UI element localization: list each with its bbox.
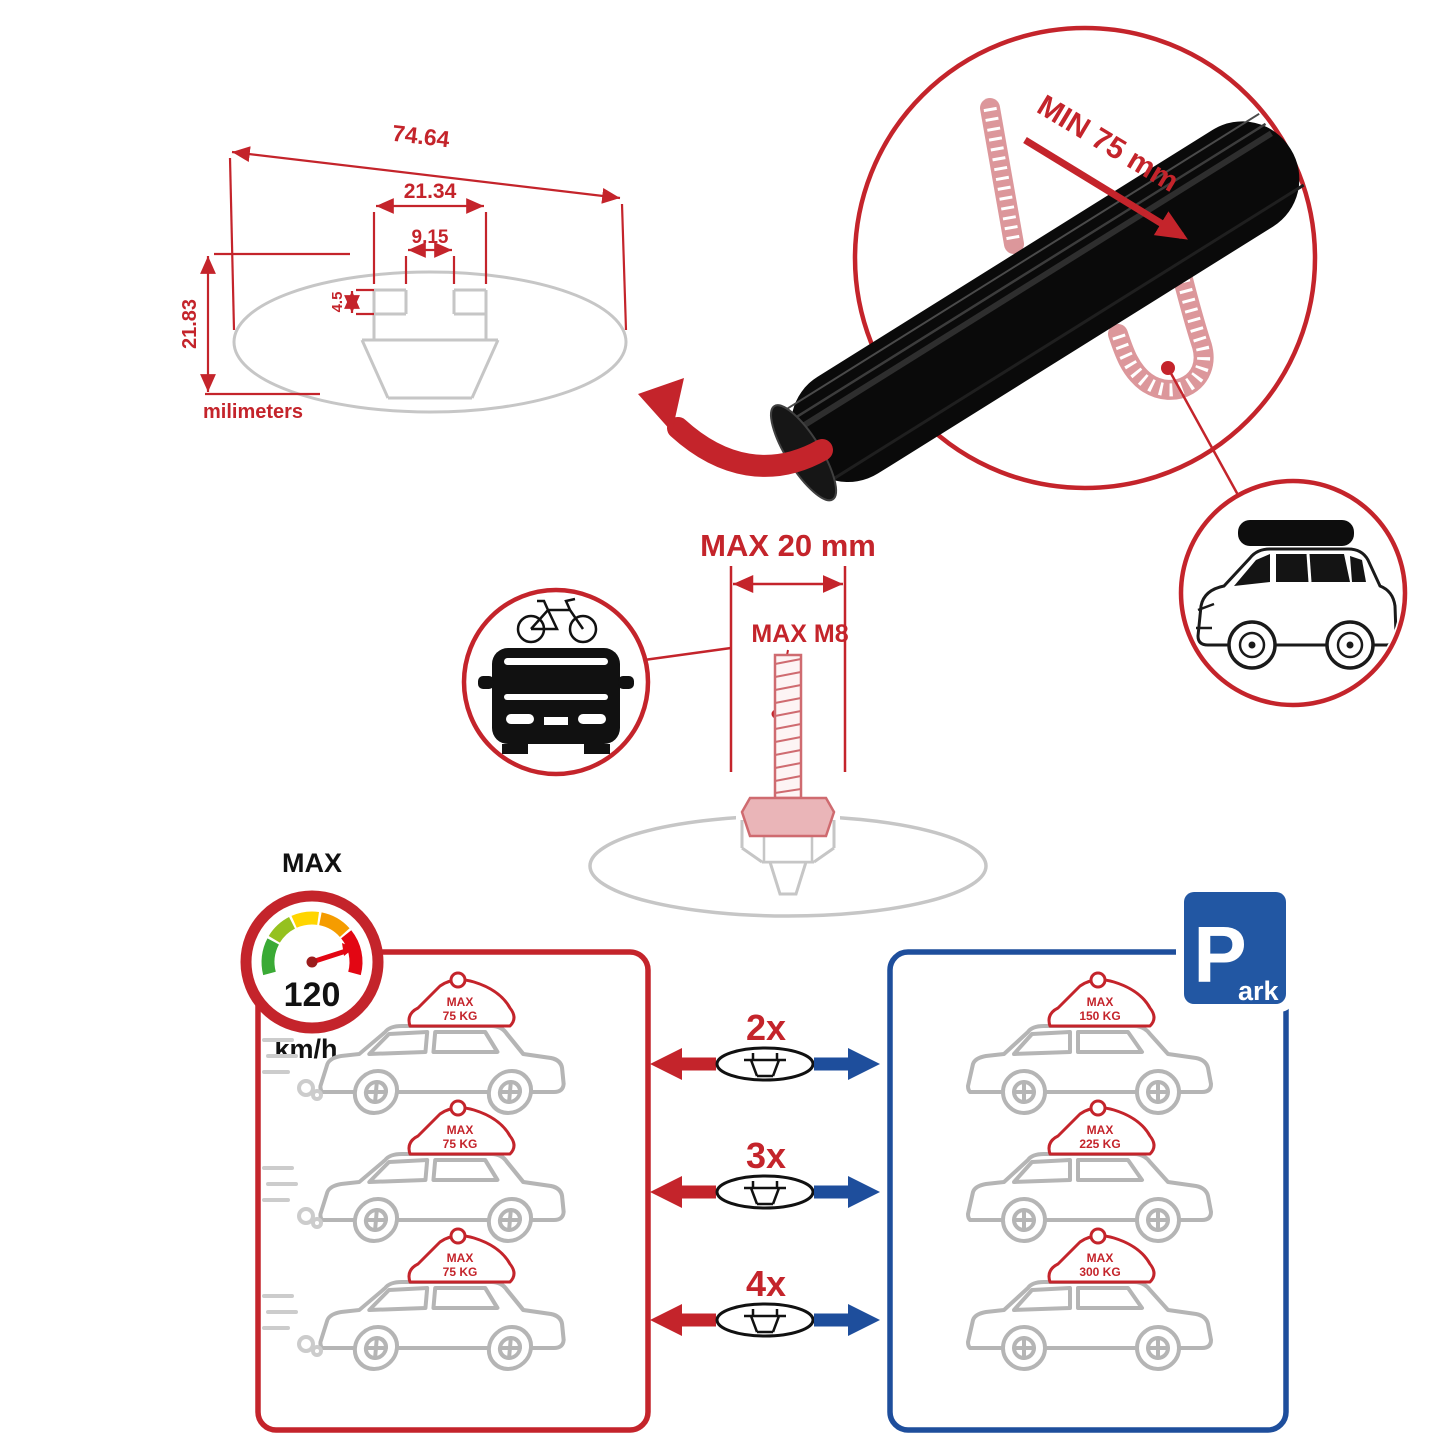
multiplier-row: 2x [650,1007,880,1082]
suv-roofbox-circle [1178,478,1408,708]
bag-weight-label: 75 KG [443,1009,478,1023]
gauge-color-arcs [261,911,363,976]
max-thread-label: MAX M8 [751,620,848,648]
bag-max-label: MAX [447,1251,474,1265]
right-arrow-icon [848,1304,880,1336]
right-arrow-shaft [814,1313,848,1327]
left-arrow-shaft [682,1313,716,1327]
speed-gauge: MAX 120 km/h [240,848,384,1064]
park-sign-suffix: ark [1238,976,1280,1006]
bag-weight-label: 150 KG [1079,1009,1120,1023]
bolt-head-icon [740,796,836,838]
bolt-channel-lines [740,820,836,896]
left-arrow-icon [650,1048,682,1080]
total-height-label: 21.83 [179,299,201,349]
park-sign: P ark [1176,884,1294,1012]
car-front-icon [478,648,634,754]
right-arrow-shaft [814,1057,848,1071]
bag-max-label: MAX [447,995,474,1009]
bicycle-icon [516,597,598,644]
bag-max-label: MAX [1087,1123,1114,1137]
cross-section-dimension-drawing: 74.64 21.34 9.15 4.5 21.83 milimeters [179,120,628,423]
detail-zoom-circle: MIN 75 mm [638,25,1318,502]
crossbar-profile-ellipse [232,270,628,414]
bag-weight-label: 75 KG [443,1137,478,1151]
threaded-bolt-icon [740,653,836,864]
bag-weight-label: 75 KG [443,1265,478,1279]
bolt-dimension-lines [729,566,847,772]
multiplier-row: 4x [650,1263,880,1338]
roof-cargo-box-icon [1238,520,1354,546]
bag-max-label: MAX [447,1123,474,1137]
t-slot-profile-lines [360,288,500,400]
zoom-pointer-arrow [638,378,833,477]
park-sign-letter: P [1193,910,1246,999]
crossbar-section-icon [715,1046,815,1082]
left-arrow-shaft [682,1057,716,1071]
right-arrow-shaft [814,1185,848,1199]
bag-weight-label: 300 KG [1079,1265,1120,1279]
slot-width-label: 9.15 [412,227,449,248]
t-nut-icon [762,834,814,864]
crossbar-section-icon [715,1302,815,1338]
bag-weight-label: 225 KG [1079,1137,1120,1151]
parked-cars: MAX 150 KG MAX 225 KG MAX 300 KG [966,971,1213,1371]
upper-width-label: 21.34 [404,180,457,203]
bike-car-circle [461,587,732,777]
gauge-pivot [306,956,318,968]
dimension-lines [200,146,628,396]
right-arrow-icon [848,1048,880,1080]
driving-cars: MAX 75 KG MAX 75 KG MAX 75 KG [262,971,569,1369]
bolt-spec-diagram: MAX 20 mm MAX M8 [588,528,988,918]
speed-value: 120 [284,976,341,1014]
total-width-label: 74.64 [391,120,451,153]
crossbar-section-icon [715,1174,815,1210]
multiplier-label: 3x [746,1135,786,1176]
multiplier-arrow-rows: 2x 3x 4x [650,1007,880,1338]
multiplier-label: 4x [746,1263,786,1304]
bag-max-label: MAX [1087,1251,1114,1265]
max-bolt-length-label: MAX 20 mm [700,528,876,563]
left-arrow-icon [650,1304,682,1336]
units-label: milimeters [203,401,303,423]
suv-with-roofbox-icon [1196,520,1398,670]
speed-max-label: MAX [282,848,342,878]
left-arrow-icon [650,1176,682,1208]
multiplier-label: 2x [746,1007,786,1048]
bag-max-label: MAX [1087,995,1114,1009]
multiplier-row: 3x [650,1135,880,1210]
gauge-needle-tip [342,943,354,956]
left-arrow-shaft [682,1185,716,1199]
gauge-needle [311,948,347,965]
park-sign-board [1184,892,1286,1004]
step-depth-label: 4.5 [329,292,346,313]
callout-leader-line [1166,367,1240,496]
bike-leader-line [643,646,732,662]
right-arrow-icon [848,1176,880,1208]
